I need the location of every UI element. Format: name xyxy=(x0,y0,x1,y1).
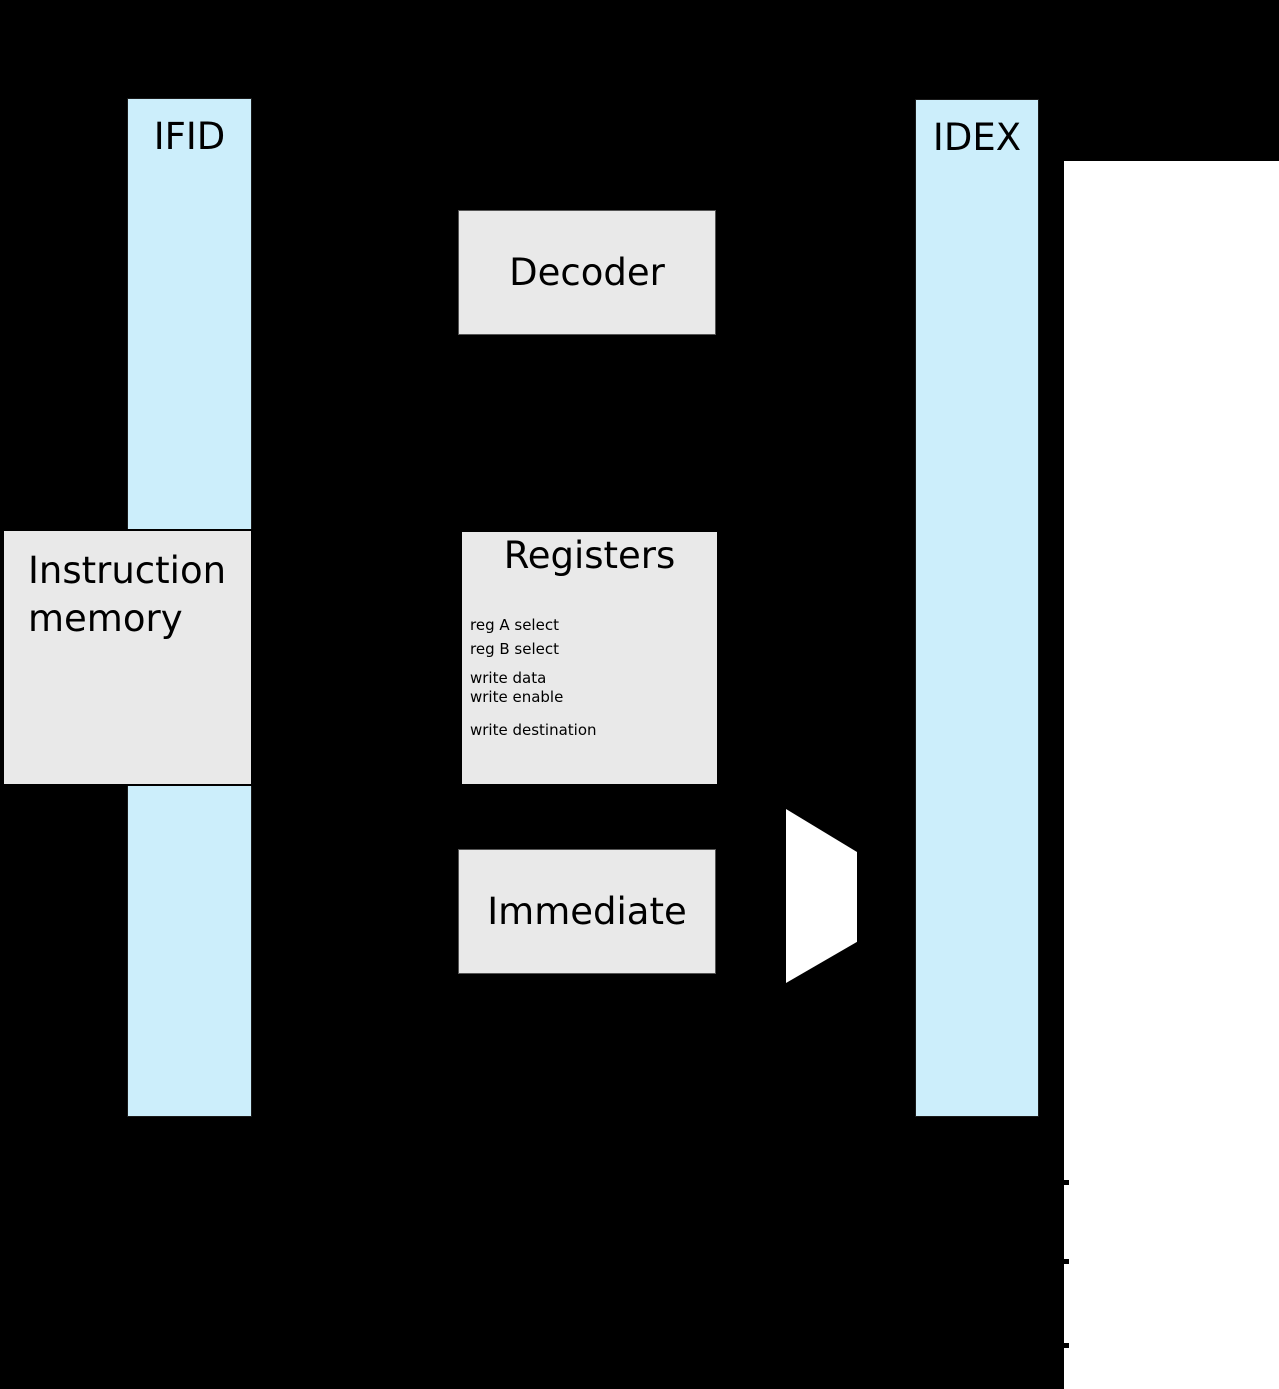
pipeline-register-idex: IDEX xyxy=(915,99,1039,1117)
decoder-block: Decoder xyxy=(458,210,716,335)
immediate-block: Immediate xyxy=(458,849,716,974)
wire-stub-1 xyxy=(1063,1180,1069,1185)
ifid-label: IFID xyxy=(153,115,226,158)
wire-stub-3 xyxy=(1063,1343,1069,1348)
wire-stub-2 xyxy=(1063,1259,1069,1264)
registers-label: Registers xyxy=(503,534,676,577)
instruction-memory-block: Instruction memory xyxy=(2,529,253,786)
registers-port-write-enable: write enable xyxy=(470,688,564,706)
decoder-label: Decoder xyxy=(509,251,665,294)
registers-port-reg-b-select: reg B select xyxy=(470,640,559,658)
registers-port-reg-a-select: reg A select xyxy=(470,616,559,634)
canvas-white-region xyxy=(1064,161,1279,1389)
immediate-label: Immediate xyxy=(487,890,687,933)
registers-block: Registers reg A select reg B select writ… xyxy=(462,532,717,784)
registers-port-write-data: write data xyxy=(470,669,547,687)
registers-port-write-destination: write destination xyxy=(470,721,597,739)
instruction-memory-label: Instruction memory xyxy=(28,549,227,641)
idex-label: IDEX xyxy=(932,116,1022,159)
mux-shape xyxy=(786,809,857,983)
